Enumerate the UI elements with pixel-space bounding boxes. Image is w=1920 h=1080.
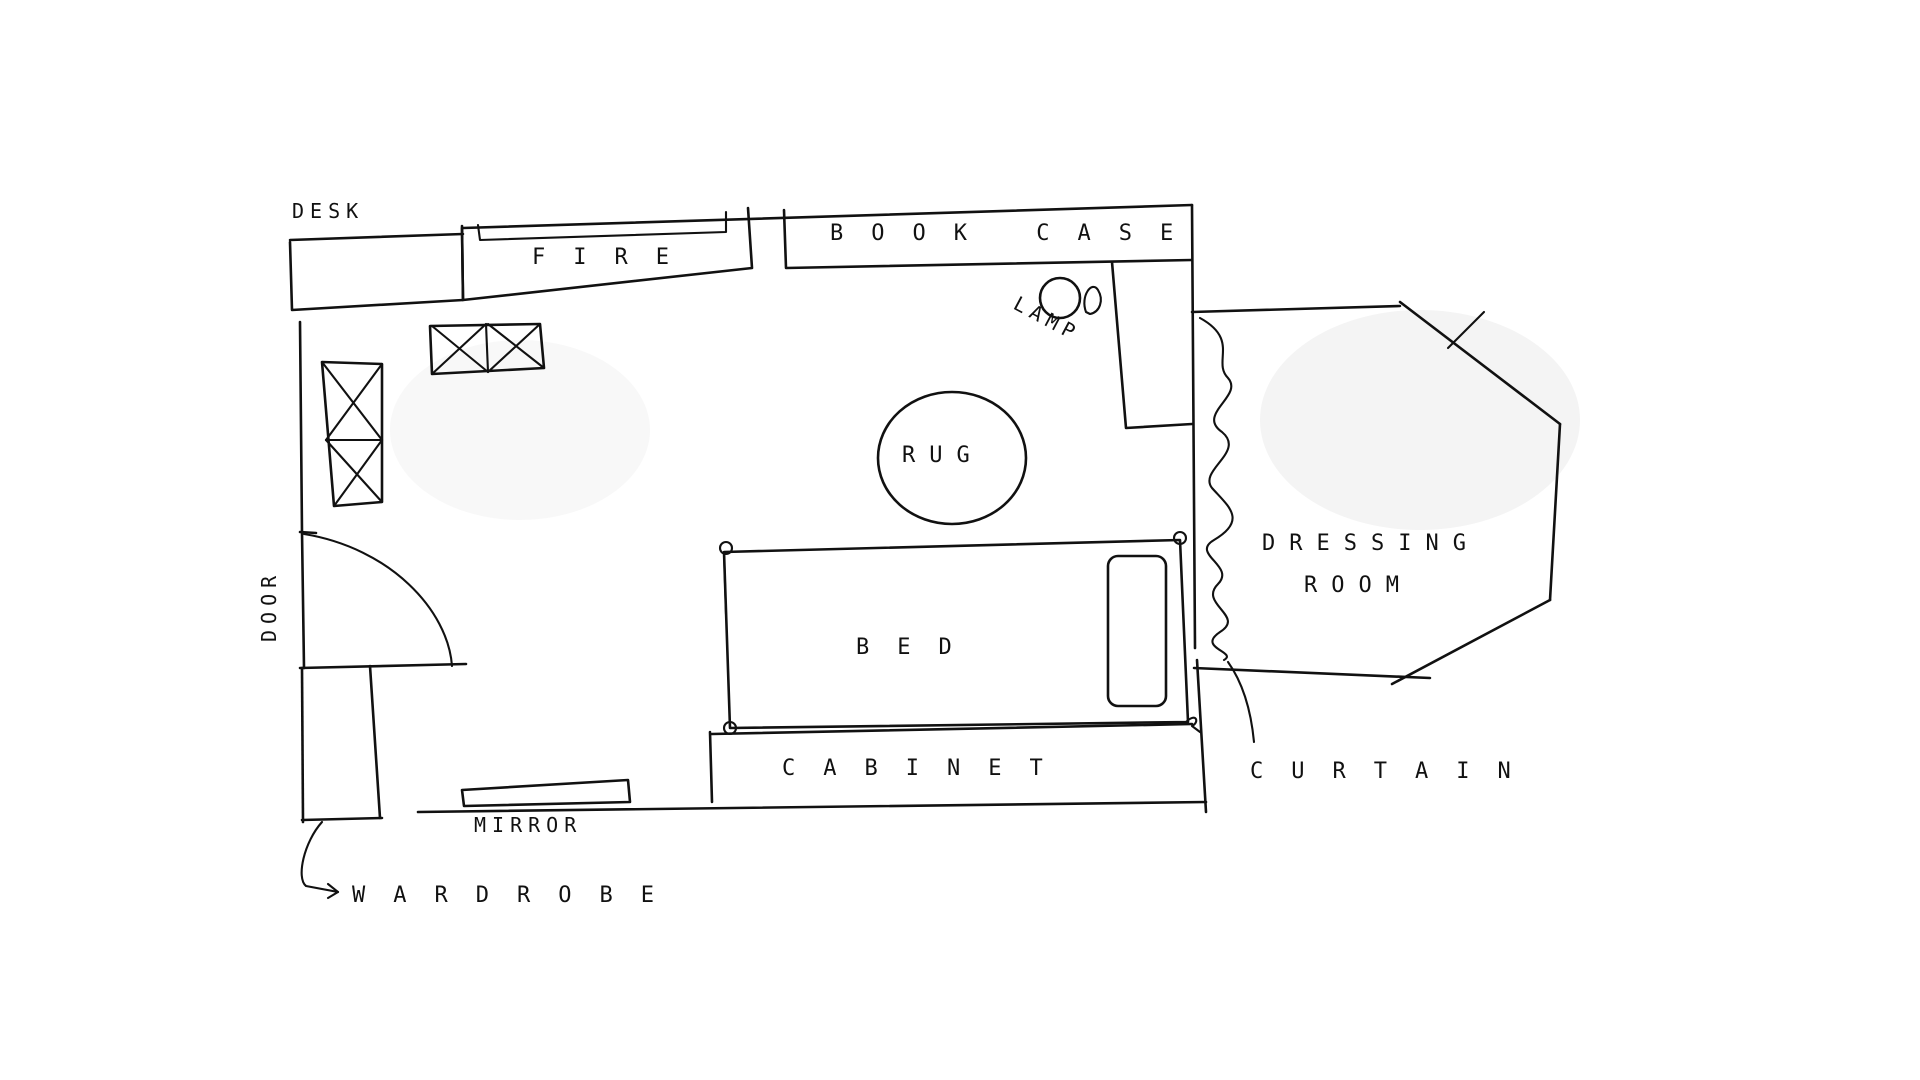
lamp-label: LAMP <box>1010 291 1085 346</box>
cabinet <box>708 722 1194 804</box>
bookcase <box>782 208 1194 270</box>
book-case-label: BOOK CASE <box>830 221 1201 246</box>
armchairs-top <box>428 322 546 376</box>
mirror-label: MIRROR <box>474 813 582 837</box>
desk-label: DESK <box>292 199 364 223</box>
curtain <box>1198 316 1234 662</box>
side-shelf <box>1110 260 1194 430</box>
curtain-pointer <box>1226 660 1256 744</box>
wardrobe-label: WARDROBE <box>352 883 682 908</box>
dressing-room-label-line1: DRESSING <box>1262 531 1480 556</box>
dressing-room <box>1190 300 1562 686</box>
armchairs-left <box>320 360 384 508</box>
rug-label: RUG <box>902 443 984 468</box>
fireplace <box>460 206 754 302</box>
cabinet-label: CABINET <box>782 756 1071 781</box>
paper-smudge <box>1260 310 1580 530</box>
bed <box>718 530 1202 736</box>
mirror <box>460 778 632 808</box>
lamp <box>1038 276 1102 320</box>
door-label: DOOR <box>257 570 281 642</box>
rug <box>876 390 1028 526</box>
pillow <box>1106 554 1168 708</box>
fire-label: FIRE <box>532 245 697 270</box>
wardrobe <box>368 664 382 820</box>
dressing-room-label-line2: ROOM <box>1304 573 1413 598</box>
door <box>298 530 468 670</box>
room-walls <box>288 203 1208 824</box>
paper-smudge-2 <box>390 340 650 520</box>
curtain-label: CURTAIN <box>1250 759 1539 784</box>
wardrobe-arrow <box>300 820 340 900</box>
bed-label: BED <box>856 635 980 660</box>
